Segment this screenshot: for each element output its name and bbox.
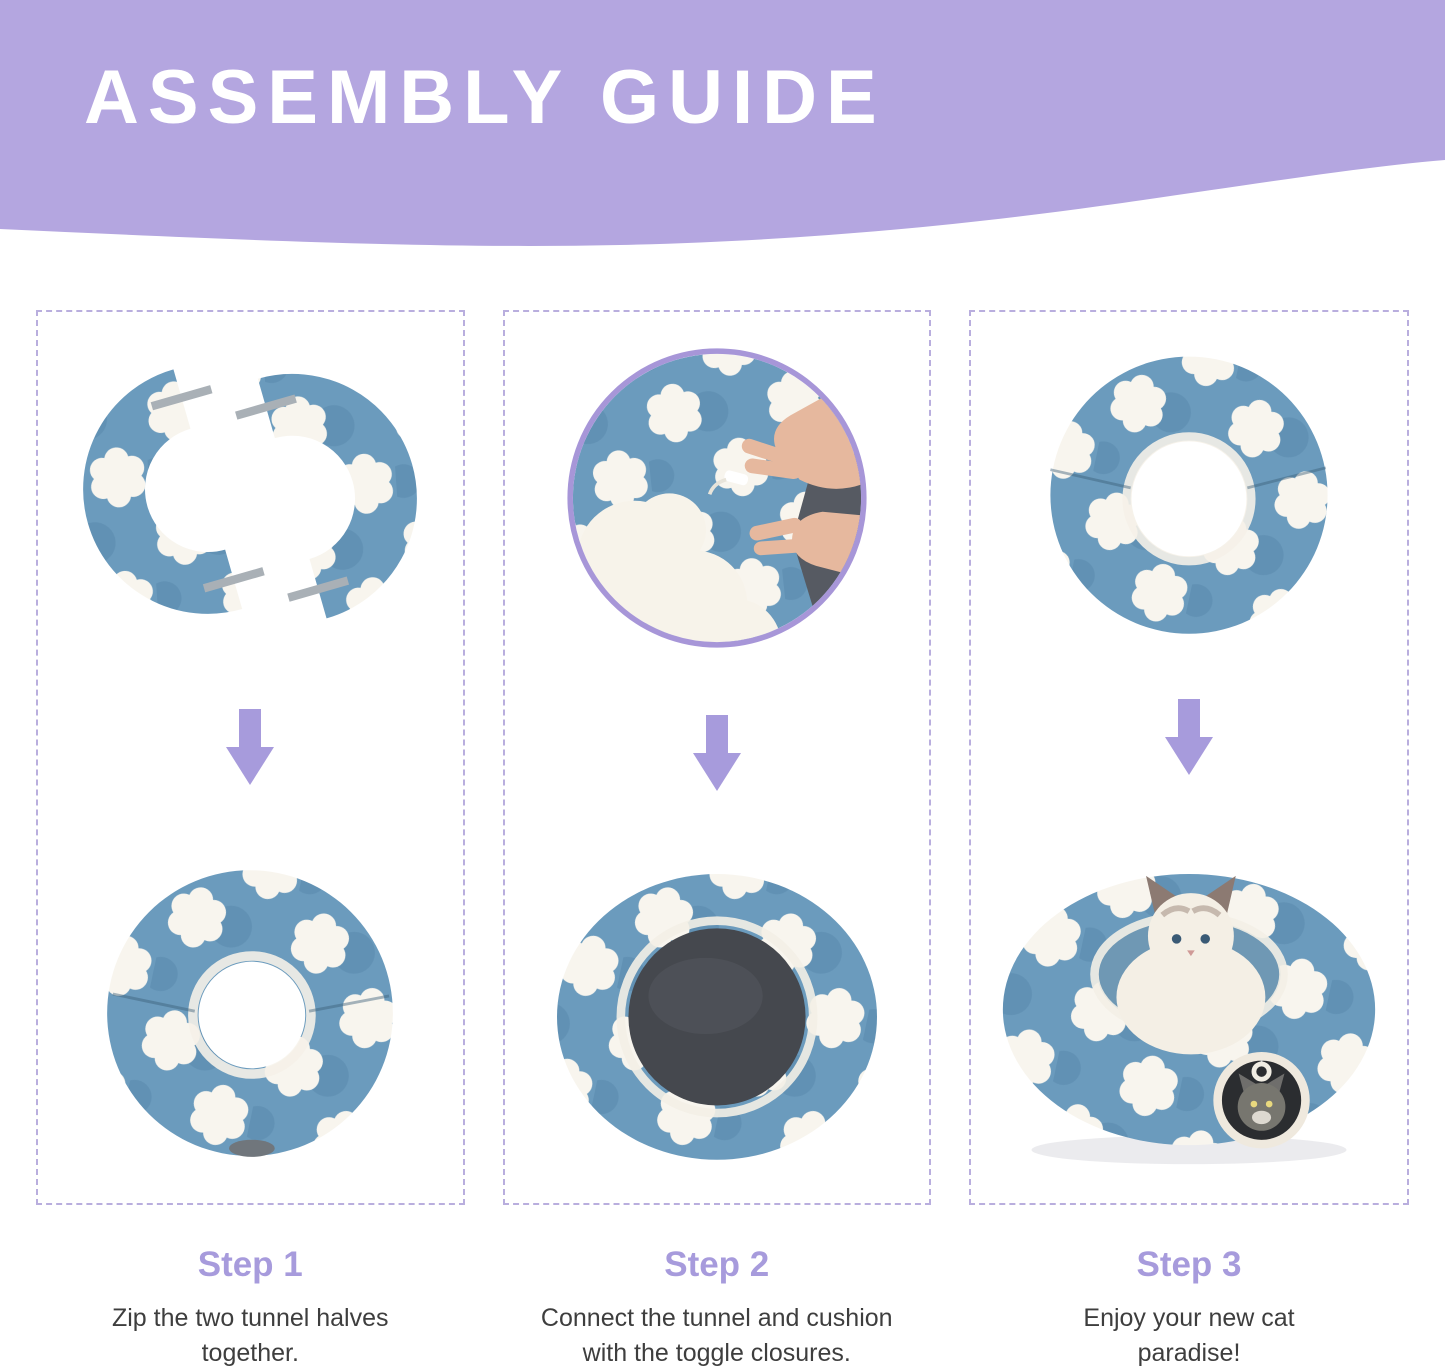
tunnel-hole-cat [1213,1052,1310,1149]
step-1-label: Step 1 [197,1245,303,1284]
step-1-assembled-tunnel-image [107,870,394,1157]
arrow-down-icon [226,708,275,785]
step-3-assembled-top-image [1050,356,1328,634]
toggle-closure [724,470,748,486]
step-3-label: Step 3 [1136,1245,1242,1284]
arrow-down-icon [692,714,741,791]
step-panel-3: Step 3 Enjoy your new cat paradise! [969,310,1409,1370]
step-2-label: Step 2 [664,1245,770,1284]
step-3-cat-paradise-image [1002,874,1376,1165]
step-panel-1: Step 1 Zip the two tunnel halves togethe… [36,310,465,1370]
step-panel-2: Step 2 Connect the tunnel and cushion wi… [502,310,931,1370]
step-1-tunnel-halves-image [83,369,418,619]
step-3-description: Enjoy your new cat paradise! [1083,1304,1295,1367]
step-2-image-box [502,310,931,1205]
white-cat [1116,875,1266,1055]
step-1-description: Zip the two tunnel halves together. [111,1304,389,1367]
header-banner: ASSEMBLY GUIDE [0,0,1445,258]
arrow-down-icon [1165,698,1213,775]
step-2-tunnel-with-cushion-image [556,874,877,1160]
step-2-description: Connect the tunnel and cushion with the … [540,1304,893,1367]
page-title: ASSEMBLY GUIDE [84,55,886,140]
step-2-toggle-closeup-image [567,348,867,648]
header-wave-shape [0,0,1445,246]
steps-row: Step 1 Zip the two tunnel halves togethe… [0,258,1445,1370]
step-1-image-box [36,310,465,1205]
step-3-image-box [969,310,1409,1205]
